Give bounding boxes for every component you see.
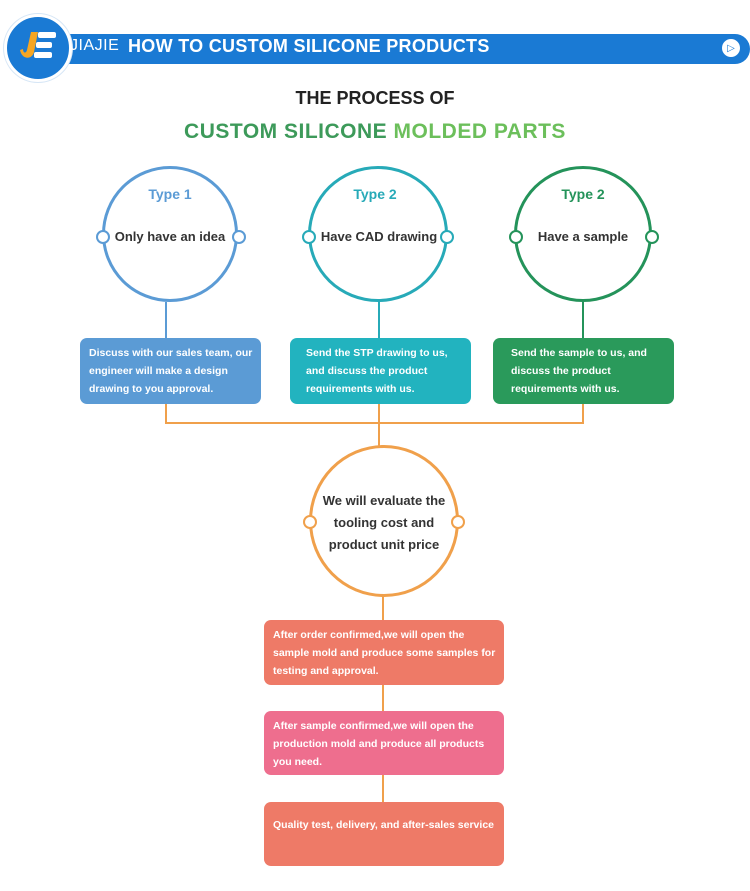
- connector-horizontal: [165, 422, 584, 424]
- step1-box: After order confirmed,we will open the s…: [264, 620, 504, 685]
- type3-text: Have a sample: [537, 229, 629, 244]
- play-circle-icon[interactable]: ▷: [720, 37, 742, 59]
- connector-drop-2: [378, 404, 380, 446]
- connector-step1-step2: [382, 684, 384, 712]
- type2-text: Have CAD drawing: [320, 229, 438, 244]
- step3-box: Quality test, delivery, and after-sales …: [264, 802, 504, 866]
- type3-left-dot: [509, 230, 523, 244]
- type2-circle: [308, 166, 448, 302]
- connector-drop-1: [165, 404, 167, 424]
- evaluate-left-dot: [303, 515, 317, 529]
- evaluate-right-dot: [451, 515, 465, 529]
- type3-label: Type 2: [561, 186, 605, 202]
- process-title: THE PROCESS OF: [295, 88, 455, 108]
- type1-description-box: Discuss with our sales team, our enginee…: [80, 338, 261, 404]
- subtitle-part-2: MOLDED PARTS: [393, 120, 566, 143]
- evaluate-text: We will evaluate the tooling cost and pr…: [322, 493, 446, 552]
- type1-left-dot: [96, 230, 110, 244]
- type2-left-dot: [302, 230, 316, 244]
- type1-label: Type 1: [148, 186, 192, 202]
- connector-evaluate-step1: [382, 597, 384, 621]
- type1-text: Only have an idea: [114, 229, 226, 244]
- connector-type3: [582, 302, 584, 340]
- connector-step2-step3: [382, 775, 384, 803]
- step2-box: After sample confirmed,we will open the …: [264, 711, 504, 775]
- header-bar: [38, 34, 750, 64]
- brand-name: JIAJIE: [70, 37, 120, 54]
- connector-type2: [378, 302, 380, 340]
- process-subtitle: CUSTOM SILICONE MOLDED PARTS: [0, 120, 750, 144]
- type2-label: Type 2: [353, 186, 397, 202]
- type3-description-box: Send the sample to us, and discuss the p…: [493, 338, 674, 404]
- connector-drop-3: [582, 404, 584, 424]
- type2-right-dot: [440, 230, 454, 244]
- type1-circle: [102, 166, 238, 302]
- subtitle-part-1: CUSTOM SILICONE: [184, 120, 388, 143]
- connector-type1: [165, 302, 167, 340]
- page-title: HOW TO CUSTOM SILICONE PRODUCTS: [128, 36, 490, 56]
- type1-right-dot: [232, 230, 246, 244]
- type2-description-box: Send the STP drawing to us, and discuss …: [290, 338, 471, 404]
- jiajie-logo-icon: [20, 32, 56, 58]
- type3-right-dot: [645, 230, 659, 244]
